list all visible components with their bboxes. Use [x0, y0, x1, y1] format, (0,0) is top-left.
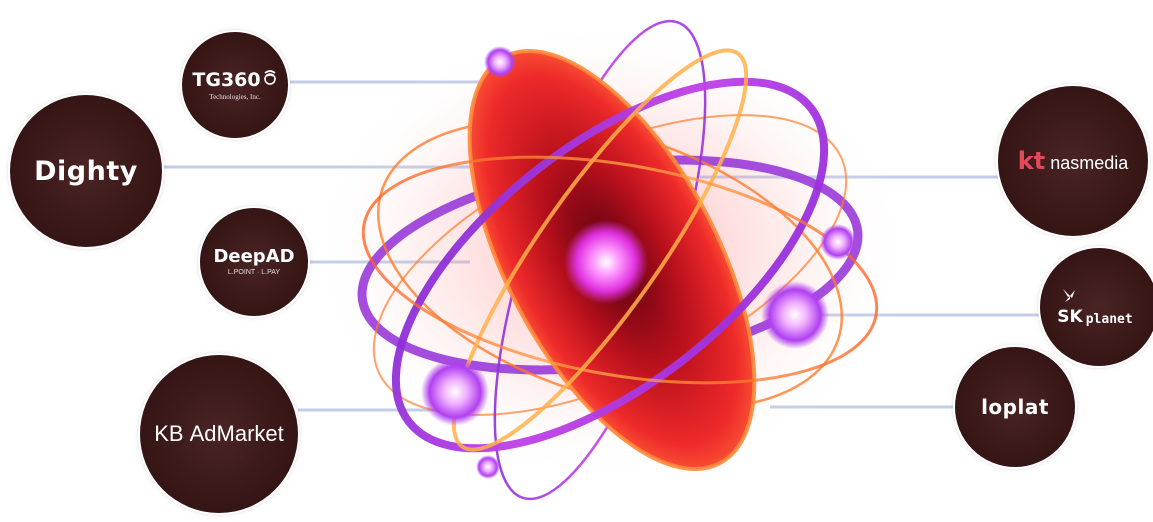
- electron: [820, 224, 856, 260]
- electron: [421, 358, 489, 426]
- deepad-logo-subtext: L.POINT · L.PAY: [228, 269, 280, 276]
- sk-logo-prefix: SK: [1057, 309, 1082, 326]
- nasmedia-logo-text: nasmedia: [1050, 154, 1128, 172]
- tg360-swirl-icon: [262, 69, 278, 92]
- kb-logo-text: AdMarket: [190, 423, 284, 445]
- electron: [484, 46, 516, 78]
- skplanet-logo-text: planet: [1086, 313, 1133, 326]
- deepad-logo-text: DeepAD: [213, 248, 294, 266]
- partner-kb-admarket[interactable]: KB AdMarket: [140, 355, 298, 513]
- partner-kt-nasmedia[interactable]: kt nasmedia: [998, 86, 1148, 236]
- kb-logo-prefix: KB: [154, 423, 183, 445]
- nucleus: [564, 220, 648, 304]
- partner-sk-planet[interactable]: SK planet: [1040, 248, 1153, 366]
- partner-dighty[interactable]: Dighty: [10, 95, 162, 247]
- tg360-logo-subtext: Technologies, Inc.: [209, 94, 260, 101]
- partner-loplat[interactable]: loplat: [955, 347, 1075, 467]
- dighty-logo-text: Dighty: [34, 158, 138, 185]
- electron: [476, 455, 500, 479]
- electron: [761, 281, 829, 349]
- sk-butterfly-icon: [1061, 288, 1079, 309]
- loplat-logo-text: loplat: [981, 397, 1049, 417]
- partner-deepad[interactable]: DeepAD L.POINT · L.PAY: [200, 208, 308, 316]
- partner-tg360[interactable]: TG360 Technologies, Inc.: [182, 32, 288, 138]
- tg360-logo-text: TG360: [192, 71, 260, 90]
- kt-logo-mark: kt: [1018, 147, 1045, 175]
